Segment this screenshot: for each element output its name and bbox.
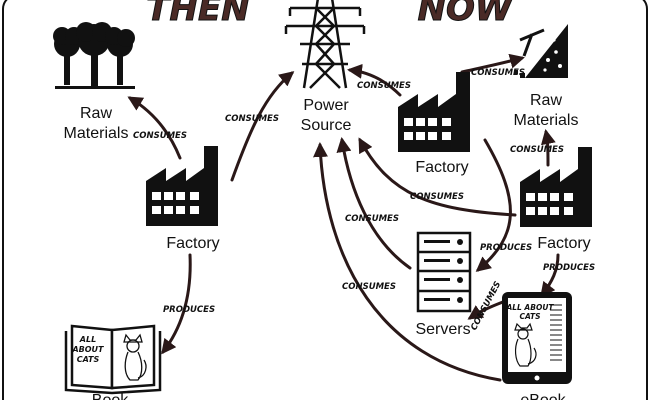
arrow-factory-to-ebook bbox=[540, 253, 560, 298]
arrow-ebook-to-power bbox=[313, 142, 502, 382]
factory-icon bbox=[146, 146, 218, 226]
power-source-label-1: Power bbox=[303, 97, 349, 114]
forest-icon bbox=[53, 22, 135, 89]
raw-materials-then-label-1: Raw bbox=[80, 105, 112, 122]
label-produces-2: PRODUCES bbox=[480, 243, 532, 253]
title-then: THEN bbox=[146, 0, 249, 29]
raw-materials-now-label-1: Raw bbox=[530, 92, 562, 109]
factory-now-label: Factory bbox=[537, 235, 590, 252]
ebook-label: eBook bbox=[520, 392, 566, 400]
label-consumes-6: CONSUMES bbox=[410, 192, 464, 202]
book-label: Book bbox=[92, 392, 129, 400]
label-consumes-2: CONSUMES bbox=[225, 114, 279, 124]
factory-icon bbox=[520, 147, 592, 227]
label-produces-1: PRODUCES bbox=[163, 305, 215, 315]
label-produces-3: PRODUCES bbox=[543, 263, 595, 273]
arrow-servers-to-power bbox=[336, 137, 412, 270]
ebook-cover-text-2: CATS bbox=[519, 312, 540, 321]
title-now: NOW bbox=[418, 0, 514, 29]
ebook-cover-text-1: ALL ABOUT bbox=[505, 303, 554, 312]
raw-materials-then-label-2: Materials bbox=[64, 125, 129, 142]
arrow-factory-to-book bbox=[161, 253, 192, 355]
arrow-factorytop-to-raw bbox=[460, 53, 525, 74]
tablet-icon: ALL ABOUT CATS bbox=[502, 292, 572, 384]
label-consumes-3: CONSUMES bbox=[357, 81, 411, 91]
cat-drawing-icon bbox=[514, 322, 537, 367]
label-consumes-8: CONSUMES bbox=[342, 282, 396, 292]
arrow-factorytop-to-power bbox=[347, 63, 402, 97]
mining-icon bbox=[514, 24, 568, 78]
book-cover-text-2: ABOUT bbox=[71, 345, 104, 354]
raw-materials-now-label-2: Materials bbox=[514, 112, 579, 129]
label-consumes-7: CONSUMES bbox=[345, 214, 399, 224]
label-consumes-1: CONSUMES bbox=[133, 131, 187, 141]
arrow-factory-to-raw-now bbox=[540, 129, 556, 167]
power-source-label-2: Source bbox=[301, 117, 352, 134]
arrow-factory-to-power-then bbox=[230, 71, 295, 182]
book-icon: ALL ABOUT CATS bbox=[64, 324, 162, 395]
cat-drawing-icon bbox=[123, 333, 147, 381]
book-cover-text-3: CATS bbox=[77, 355, 100, 364]
label-consumes-5: CONSUMES bbox=[510, 145, 564, 155]
label-consumes-9: CONSUMES bbox=[469, 280, 503, 332]
arrow-factory-to-power-long bbox=[358, 137, 517, 217]
server-rack-icon bbox=[416, 231, 472, 313]
power-tower-icon bbox=[284, 0, 366, 89]
arrow-factorytop-to-servers bbox=[475, 138, 512, 272]
book-cover-text-1: ALL bbox=[79, 335, 96, 344]
arrow-factory-to-raw-then bbox=[127, 96, 182, 160]
factory-now-top-label: Factory bbox=[415, 159, 468, 176]
servers-label: Servers bbox=[415, 321, 470, 338]
factory-then-label: Factory bbox=[166, 235, 219, 252]
label-consumes-4: CONSUMES bbox=[471, 68, 525, 78]
